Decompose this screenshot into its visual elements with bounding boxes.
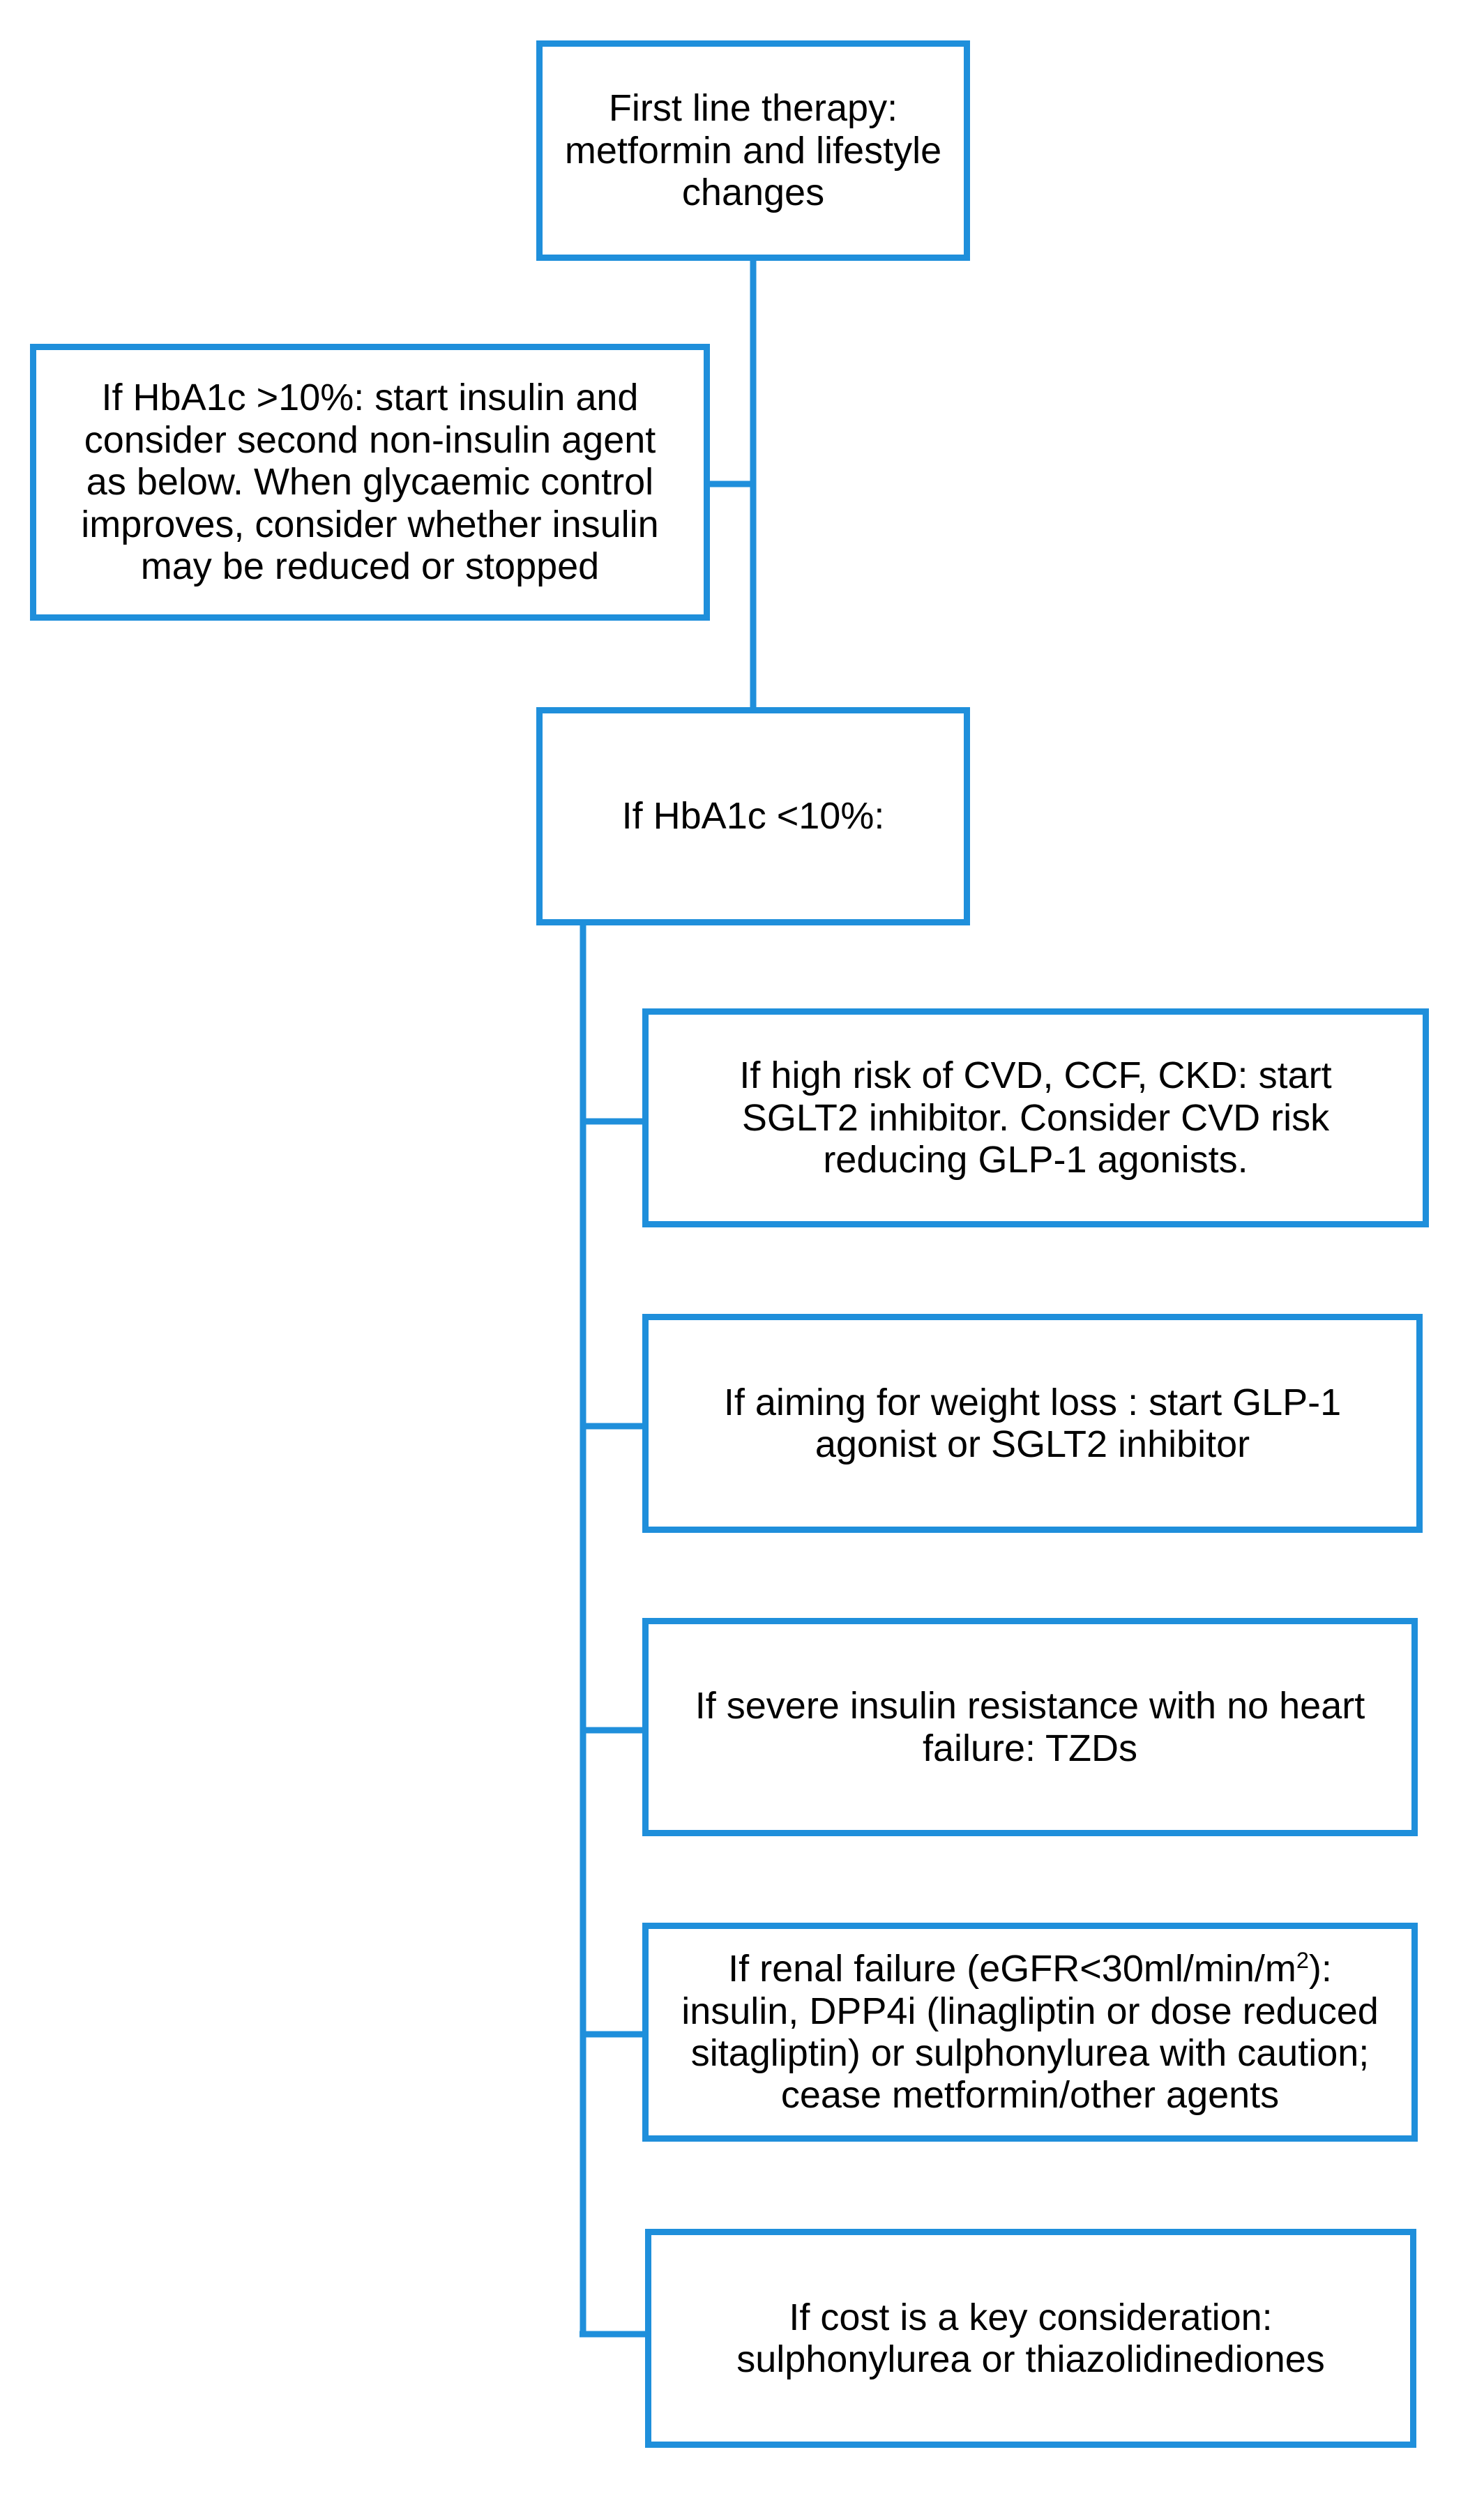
- node-high-hba1c: If HbA1c >10%: start insulin and conside…: [30, 344, 710, 621]
- node-weight-loss-text: If aiming for weight loss : start GLP-1 …: [723, 1381, 1342, 1465]
- node-insulin-resistance: If severe insulin resistance with no hea…: [642, 1618, 1418, 1836]
- node-first-line-therapy-text: First line therapy: metformin and lifest…: [564, 87, 942, 214]
- node-cost-text: If cost is a key consideration: sulphony…: [736, 2296, 1325, 2380]
- node-renal-failure: If renal failure (eGFR<30ml/min/m2): ins…: [642, 1923, 1418, 2142]
- node-weight-loss: If aiming for weight loss : start GLP-1 …: [642, 1314, 1423, 1533]
- renal-failure-rest: insulin, DPP4i (linagliptin or dose redu…: [681, 1990, 1379, 2117]
- superscript-2: 2: [1296, 1948, 1309, 1974]
- node-cvd-risk-text: If high risk of CVD, CCF, CKD: start SGL…: [739, 1054, 1332, 1181]
- node-renal-failure-text: If renal failure (eGFR<30ml/min/m2): ins…: [681, 1948, 1379, 2117]
- node-cvd-risk: If high risk of CVD, CCF, CKD: start SGL…: [642, 1008, 1429, 1227]
- node-high-hba1c-text: If HbA1c >10%: start insulin and conside…: [81, 377, 659, 588]
- node-first-line-therapy: First line therapy: metformin and lifest…: [536, 40, 970, 261]
- renal-failure-line-1: If renal failure (eGFR<30ml/min/m2):: [728, 1948, 1332, 1990]
- node-low-hba1c: If HbA1c <10%:: [536, 707, 970, 925]
- node-insulin-resistance-text: If severe insulin resistance with no hea…: [695, 1685, 1365, 1769]
- node-low-hba1c-text: If HbA1c <10%:: [621, 795, 885, 838]
- node-cost: If cost is a key consideration: sulphony…: [645, 2229, 1416, 2448]
